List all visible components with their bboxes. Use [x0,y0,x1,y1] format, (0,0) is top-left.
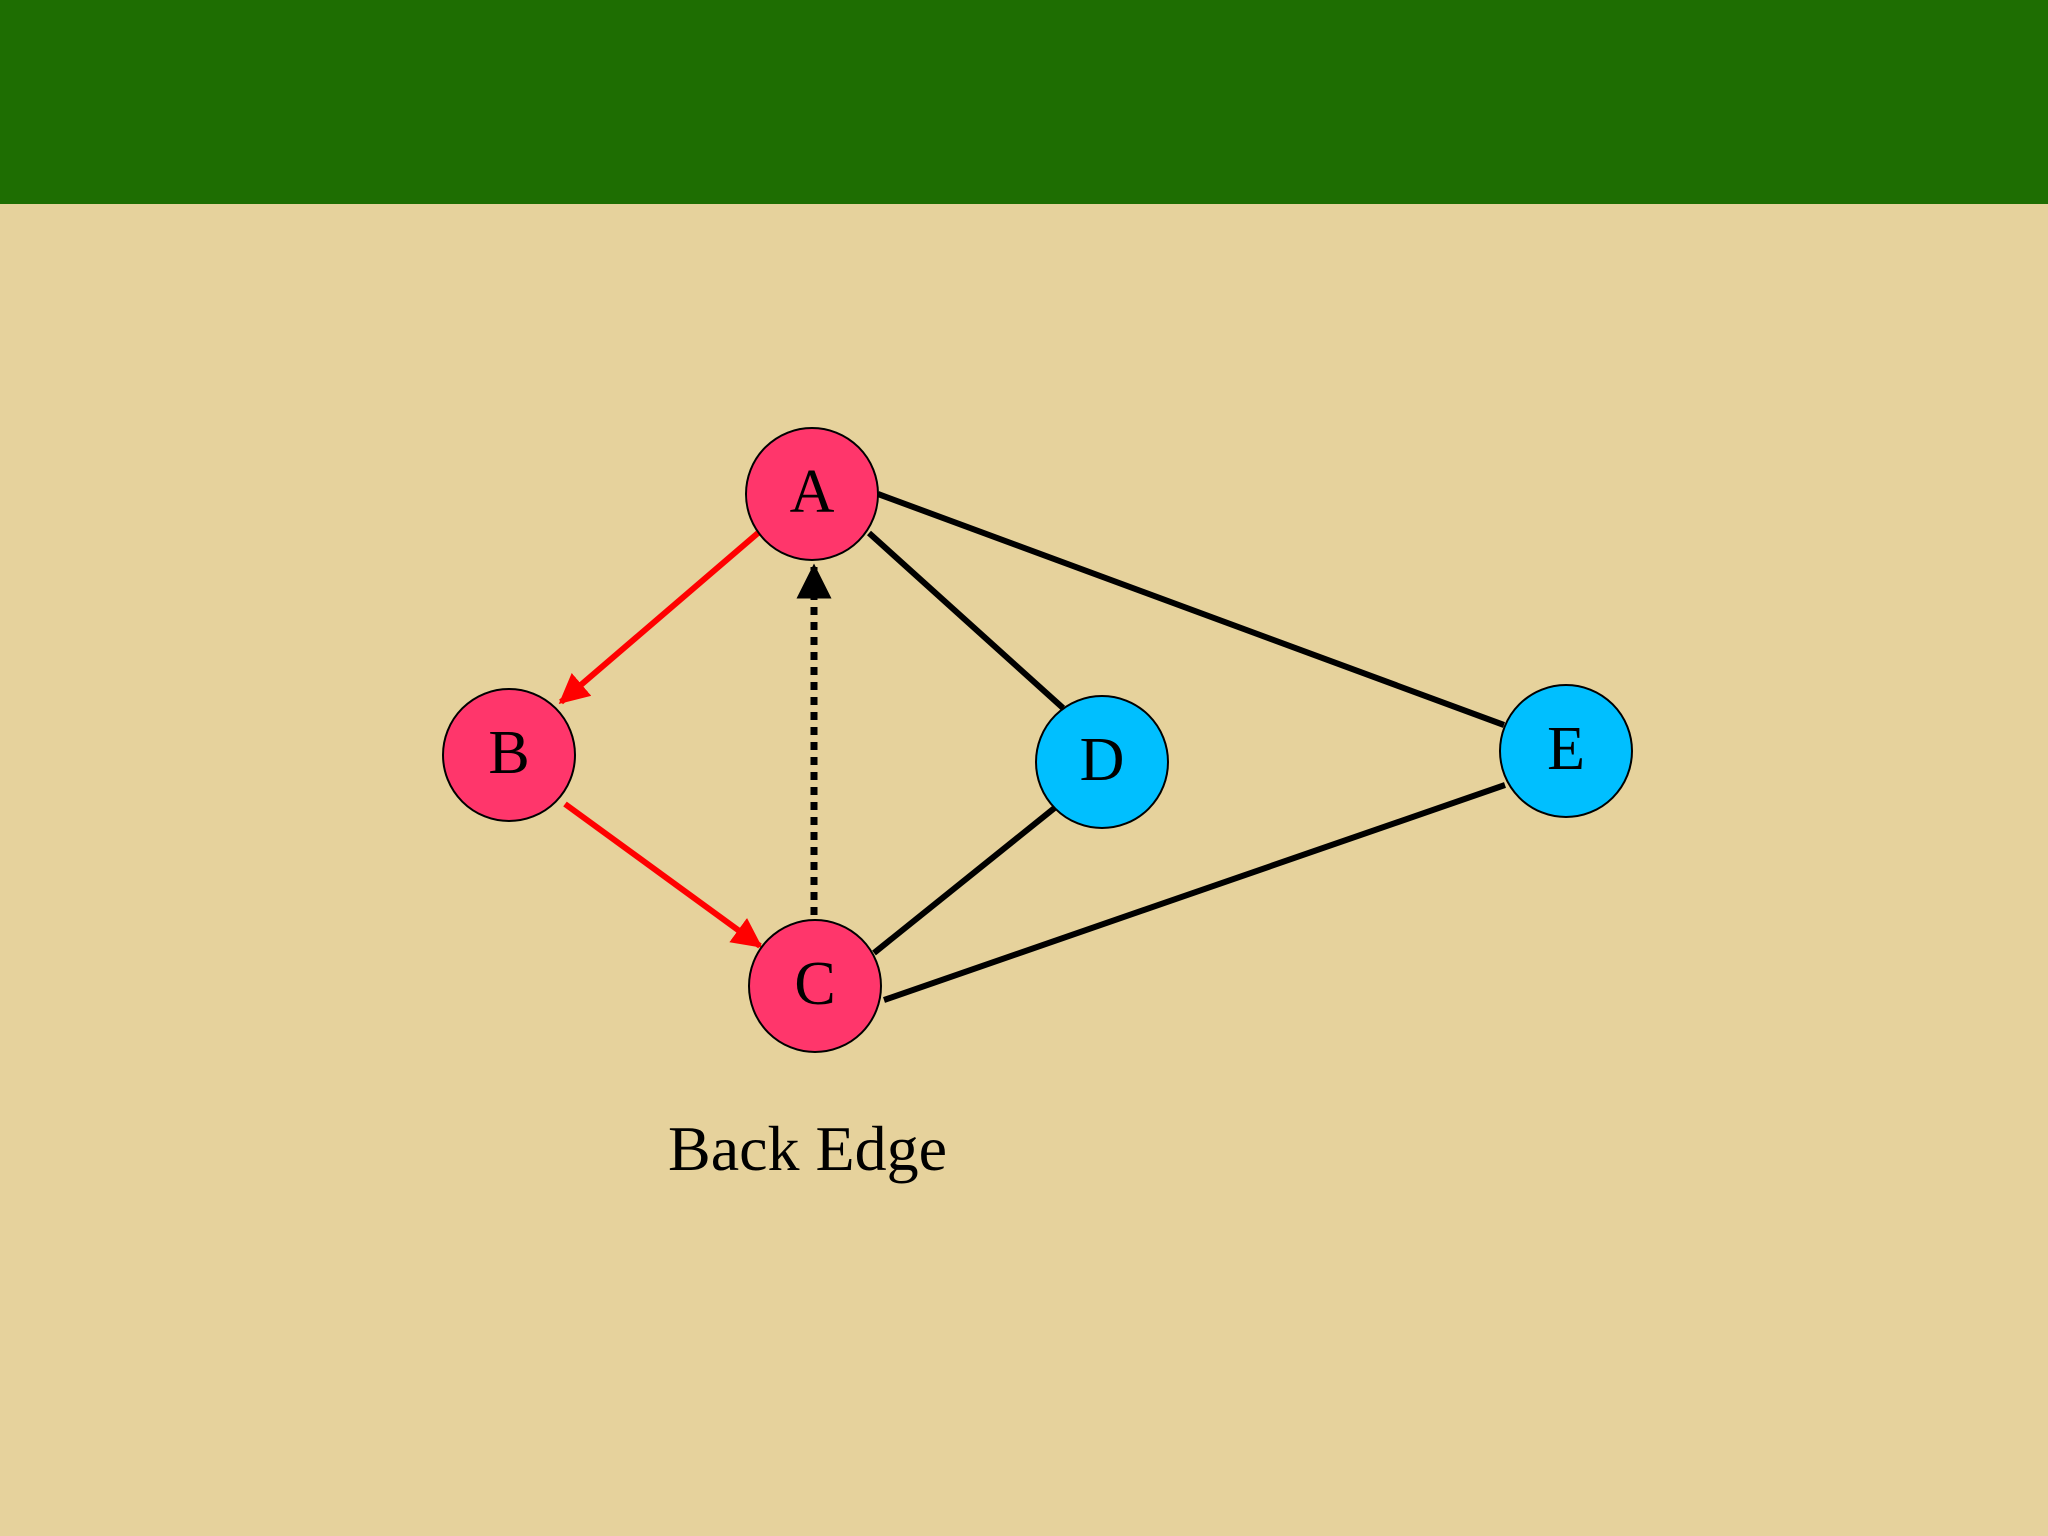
node-d-label: D [1080,726,1125,794]
node-a: A [745,427,879,561]
node-e-label: E [1547,715,1585,783]
node-c: C [748,919,882,1053]
node-c-label: C [794,950,835,1018]
caption-back-edge: Back Edge [668,1113,947,1184]
header-bar [0,0,2048,204]
edge-a-d [866,530,1066,711]
edge-c-e [883,782,1506,1003]
node-d: D [1035,695,1169,829]
node-a-label: A [790,458,835,526]
node-e: E [1499,684,1633,818]
node-b: B [442,688,576,822]
edge-a-e [876,491,1506,728]
tree-edge-a-b [558,530,760,705]
edge-c-d [872,803,1059,956]
tree-edge-b-c [563,801,763,949]
node-b-label: B [488,719,529,787]
